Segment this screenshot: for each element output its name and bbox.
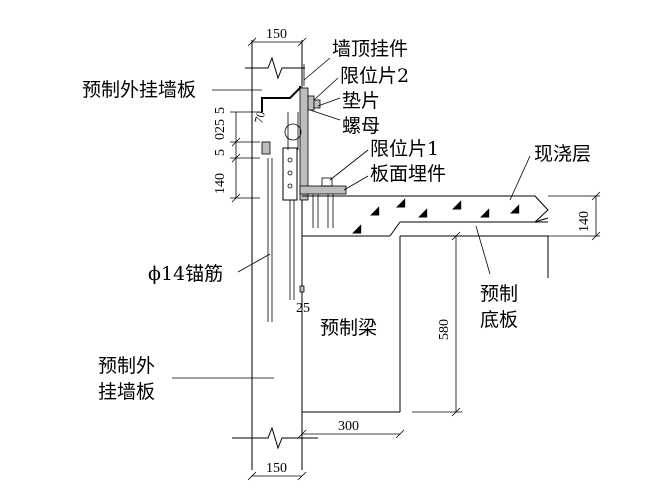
wall-top-hanger [261,64,309,201]
dim-left-140: 140 [213,173,228,194]
embedded-plate [282,147,347,228]
dim-left-stack: 140 5 025 5 70 [213,107,268,203]
label-cast-layer: 现浇层 [534,143,591,165]
dim-left-5a: 5 [213,149,228,156]
dim-beam-580-label: 580 [437,319,452,340]
label-nut: 螺母 [342,115,380,137]
label-precast-bottom-1: 预制 [480,283,518,305]
dim-gap-25: 25 [296,285,310,316]
label-anchor-bar: ϕ14锚筋 [148,263,223,285]
precast-wall-panel [232,40,318,470]
label-wall-panel-top: 预制外挂墙板 [82,79,196,101]
anchor-bars [267,158,295,322]
dim-right-140-label: 140 [577,211,592,232]
cast-in-place-layer: ◢ ◢ ◢ ◢ ◢ ◢ ◢ [302,195,549,237]
label-wall-panel-bottom-1: 预制外 [98,355,155,377]
svg-text:◢: ◢ [418,205,428,219]
svg-text:◢: ◢ [480,205,490,219]
label-precast-bottom-2: 底板 [480,309,518,331]
dim-bottom-150: 150 [247,461,307,481]
leader-lines [172,57,531,379]
dim-left-5b: 5 [213,107,228,114]
dim-beam-300: 300 [297,419,405,439]
label-limit-plate-1: 限位片1 [370,138,439,160]
label-washer: 垫片 [342,90,380,112]
label-precast-beam: 预制梁 [320,317,377,339]
precast-bottom-slab [400,235,549,278]
dim-left-70: 70 [251,110,268,125]
bolt-assembly [261,95,321,155]
svg-text:◢: ◢ [370,203,380,217]
svg-text:◢: ◢ [396,195,406,209]
dim-gap-25-label: 25 [296,301,310,316]
precast-beam [302,236,401,413]
dim-beam-580: 580 [412,231,462,417]
dim-bottom-150-label: 150 [266,461,287,476]
svg-text:◢: ◢ [510,201,520,215]
label-limit-plate-2: 限位片2 [340,65,409,87]
dim-left-025: 025 [213,119,228,140]
svg-text:◢: ◢ [352,221,362,235]
label-embedded-part: 板面埋件 [370,163,446,185]
dim-top-150-label: 150 [266,27,287,42]
label-wall-panel-bottom-2: 挂墙板 [98,381,155,403]
label-wall-top-hanger: 墙顶挂件 [332,38,408,60]
dim-top-150: 150 [247,27,307,47]
dim-beam-300-label: 300 [338,419,359,434]
svg-text:◢: ◢ [452,197,462,211]
dim-right-140: 140 [548,191,601,241]
